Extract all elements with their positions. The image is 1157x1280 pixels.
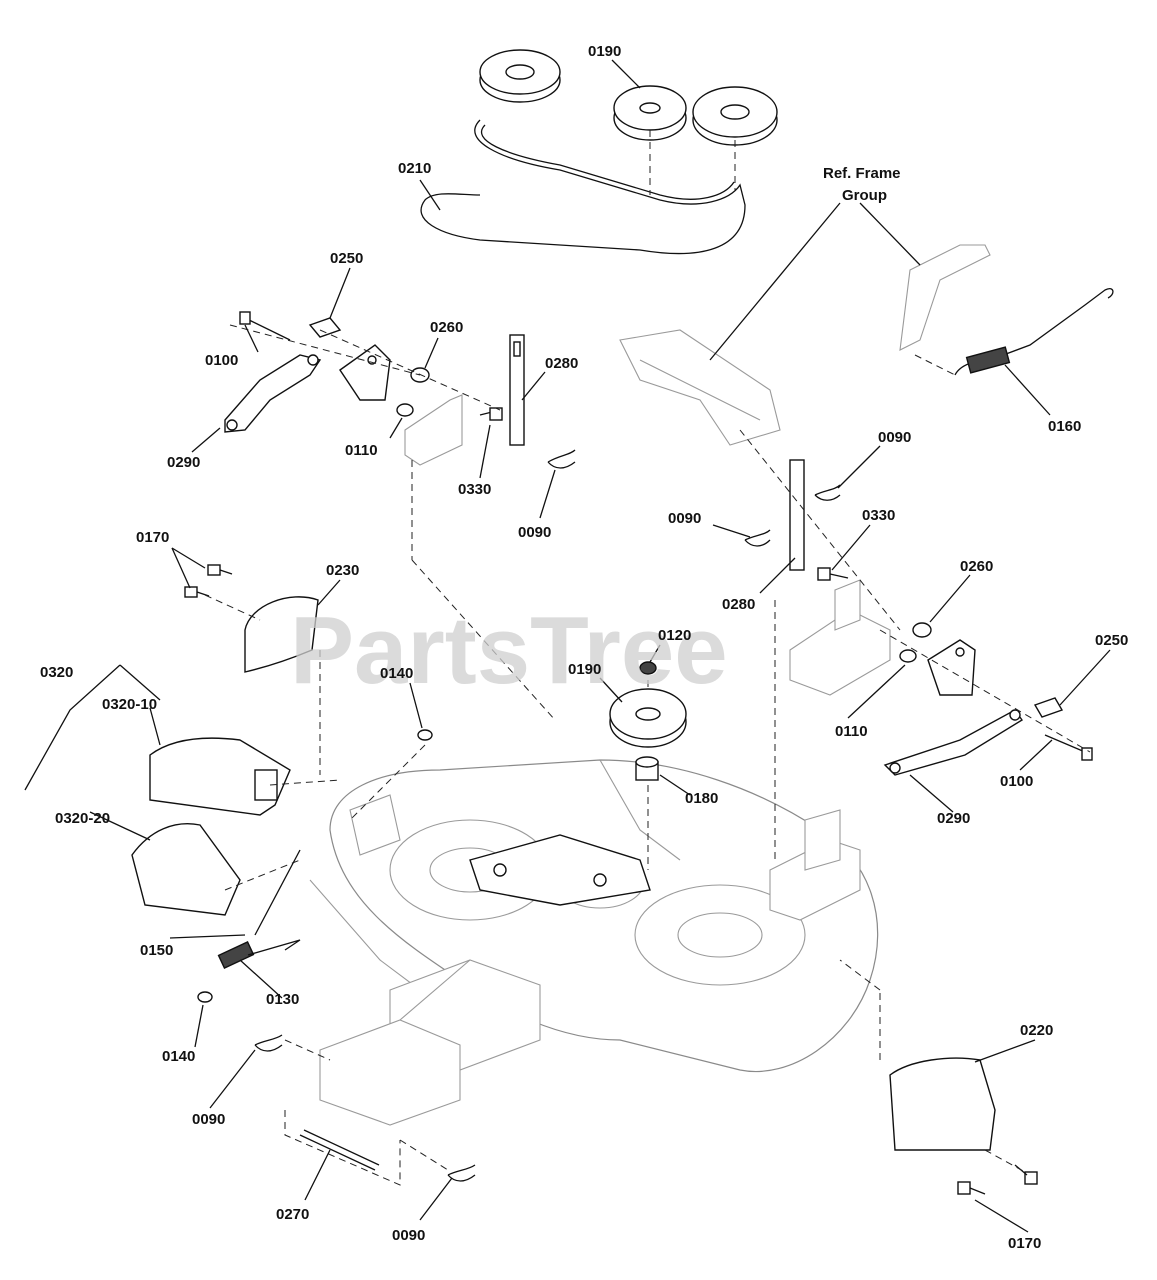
link-bar-right xyxy=(789,459,805,571)
pin-0270 xyxy=(299,1129,380,1171)
callout-0100-right: 0100 xyxy=(1000,773,1033,790)
front-hitch-bracket xyxy=(319,959,541,1126)
callout-0330-left: 0330 xyxy=(458,481,491,498)
callout-ref-frame-group: Group xyxy=(842,187,887,204)
callout-0280-left: 0280 xyxy=(545,355,578,372)
wing-nut-right xyxy=(1033,697,1064,718)
nut-right xyxy=(899,649,917,663)
bracket-right xyxy=(789,579,891,696)
hairpin-clip-lower-right xyxy=(447,1164,476,1182)
callout-0280-right: 0280 xyxy=(722,596,755,613)
callout-0090-e: 0090 xyxy=(392,1227,425,1244)
callout-0330-right: 0330 xyxy=(862,507,895,524)
link-bar-left xyxy=(509,334,525,446)
belt-cover-left xyxy=(244,596,319,673)
callout-0260-right: 0260 xyxy=(960,558,993,575)
bracket-left xyxy=(404,394,463,466)
idler-pulley-center xyxy=(609,688,687,748)
pivot-arm-right xyxy=(883,709,1023,776)
drive-belt xyxy=(420,119,746,255)
hairpin-clip-left xyxy=(547,449,576,469)
callout-0290-right: 0290 xyxy=(937,810,970,827)
wing-nut-left xyxy=(308,317,342,338)
shoulder-bolt-right xyxy=(1044,734,1093,761)
callout-0190-mid: 0190 xyxy=(568,661,601,678)
nut-0120 xyxy=(639,661,657,675)
nut-left xyxy=(396,403,414,417)
pulley-top-left xyxy=(479,49,561,103)
pulley-top-center xyxy=(613,85,687,141)
washer-0140-bottom xyxy=(197,991,213,1003)
washer-right xyxy=(912,622,932,638)
callout-0270: 0270 xyxy=(276,1206,309,1223)
callout-0090-b: 0090 xyxy=(878,429,911,446)
callout-0220: 0220 xyxy=(1020,1022,1053,1039)
callout-0110-left: 0110 xyxy=(345,442,378,459)
screws-0170-bottom xyxy=(957,1164,1038,1195)
discharge-chute-lower xyxy=(131,823,241,916)
callout-0110-right: 0110 xyxy=(835,723,868,740)
idler-arm-assembly xyxy=(469,834,651,906)
callout-0320-10: 0320-10 xyxy=(102,696,157,713)
callout-0170-bottom: 0170 xyxy=(1008,1235,1041,1252)
watermark: PartsTree xyxy=(290,597,728,704)
washer-0140-top xyxy=(417,729,433,741)
callout-0170-top: 0170 xyxy=(136,529,169,546)
callout-0140-bottom: 0140 xyxy=(162,1048,195,1065)
callout-labels: 0190 0210 Ref. Frame Group 0250 0100 026… xyxy=(40,43,1128,1252)
right-deck-bracket xyxy=(769,809,861,921)
pulley-top-right xyxy=(692,86,778,146)
callout-0290-left: 0290 xyxy=(167,454,200,471)
callout-0250-right: 0250 xyxy=(1095,632,1128,649)
callout-0090-c: 0090 xyxy=(668,510,701,527)
discharge-chute-upper xyxy=(149,737,291,816)
callout-0180: 0180 xyxy=(685,790,718,807)
lever-plate-left xyxy=(339,344,391,401)
bolt-0330-right xyxy=(817,567,849,581)
callout-0320: 0320 xyxy=(40,664,73,681)
callout-0190-top: 0190 xyxy=(588,43,621,60)
hairpin-clip-right-b xyxy=(744,529,771,547)
hairpin-clip-right-a xyxy=(814,484,841,501)
spacer-0180 xyxy=(635,756,659,781)
callout-ref-frame: Ref. Frame xyxy=(823,165,901,182)
torsion-spring xyxy=(217,939,301,970)
left-deck-bracket xyxy=(349,794,401,856)
callout-0230: 0230 xyxy=(326,562,359,579)
callout-0320-20: 0320-20 xyxy=(55,810,110,827)
callout-0140-top: 0140 xyxy=(380,665,413,682)
callout-0100-left: 0100 xyxy=(205,352,238,369)
callout-0120: 0120 xyxy=(658,627,691,644)
reference-frame-lift-arm xyxy=(619,244,991,446)
leader-lines xyxy=(24,59,1111,1233)
callout-0130: 0130 xyxy=(266,991,299,1008)
callout-0210: 0210 xyxy=(398,160,431,177)
callout-0160: 0160 xyxy=(1048,418,1081,435)
shoulder-bolt-left xyxy=(239,311,291,341)
callout-0250-left: 0250 xyxy=(330,250,363,267)
belt-cover-right xyxy=(889,1057,996,1151)
pivot-arm-left xyxy=(224,354,322,433)
callout-0090-a: 0090 xyxy=(518,524,551,541)
screws-0170-top xyxy=(184,564,233,598)
callout-0090-d: 0090 xyxy=(192,1111,225,1128)
callout-0150: 0150 xyxy=(140,942,173,959)
callout-0260-left: 0260 xyxy=(430,319,463,336)
hairpin-clip-lower-left xyxy=(254,1034,283,1052)
extension-spring xyxy=(954,288,1114,376)
lever-plate-right xyxy=(927,639,976,696)
chute-rod xyxy=(254,849,301,936)
